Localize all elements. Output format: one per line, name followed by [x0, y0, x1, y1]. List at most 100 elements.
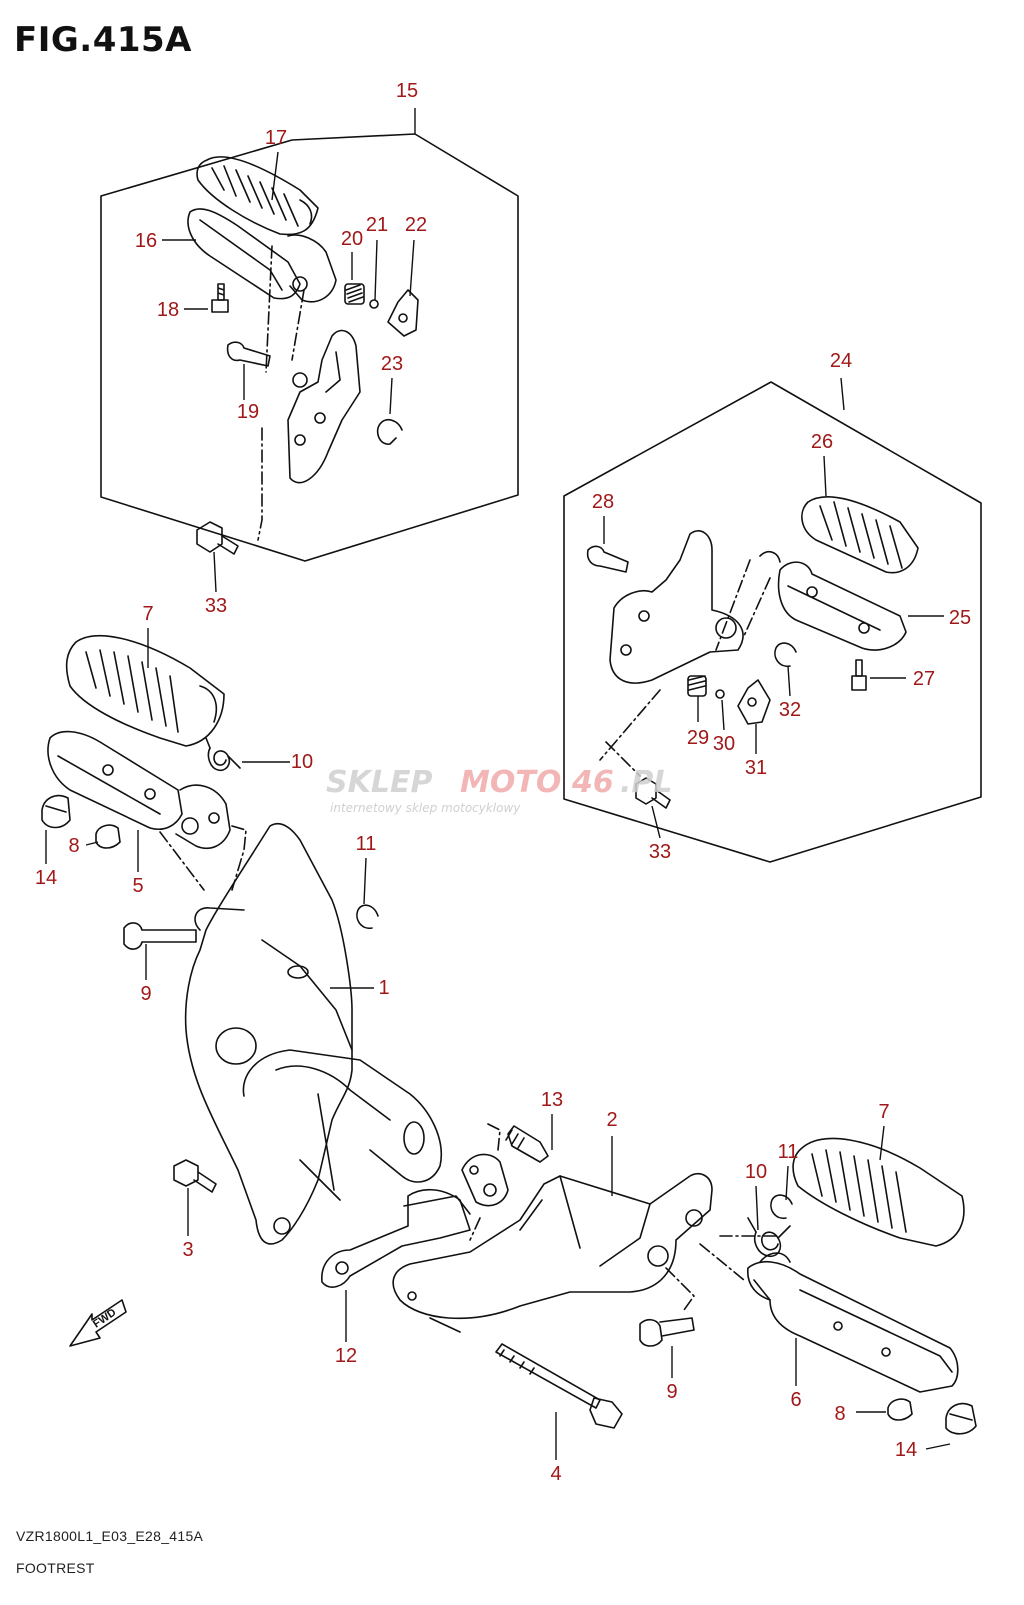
- callout-10b: 10: [745, 1161, 767, 1183]
- figure-description: FOOTREST: [16, 1560, 95, 1576]
- e-clip-11-left: [356, 904, 379, 930]
- callout-21: 21: [366, 214, 388, 236]
- pin-9-left: [123, 922, 197, 950]
- subassembly-24-outline: [563, 381, 982, 863]
- callout-18: 18: [157, 299, 179, 321]
- callout-14b: 14: [895, 1439, 917, 1461]
- leader-line-7b: [879, 1125, 885, 1161]
- callout-7b: 7: [878, 1101, 889, 1123]
- watermark-brand-num: 46: [571, 765, 614, 800]
- callout-15: 15: [396, 80, 418, 102]
- leader-lines: [45, 108, 951, 1460]
- leader-line-10b: [755, 1185, 759, 1231]
- callout-7a: 7: [142, 603, 153, 625]
- leader-line-33a: [213, 551, 217, 593]
- leader-line-14b: [925, 1443, 951, 1450]
- leader-line-30: [721, 699, 725, 731]
- nut-8-left: [95, 824, 121, 849]
- watermark-brand-tld: .PL: [620, 765, 673, 800]
- footpeg-6: [747, 1252, 959, 1393]
- spring-10-right: [747, 1217, 791, 1258]
- callout-11a: 11: [356, 833, 377, 855]
- bracket-12: [321, 1188, 471, 1288]
- callout-1: 1: [378, 977, 389, 999]
- callout-12: 12: [335, 1345, 357, 1367]
- plate-31: [737, 679, 771, 725]
- watermark: SKLEP MOTO 46 .PL internetowy sklep moto…: [326, 765, 673, 815]
- leader-line-21: [374, 239, 378, 301]
- leader-line-24: [840, 377, 845, 411]
- model-code: VZR1800L1_E03_E28_415A: [16, 1528, 204, 1544]
- callout-24: 24: [830, 350, 852, 372]
- callout-28: 28: [592, 491, 614, 513]
- leader-line-32: [787, 665, 791, 697]
- long-bolt-4: [495, 1343, 623, 1429]
- ball-30: [715, 689, 725, 699]
- watermark-brand-mid: MOTO: [460, 765, 561, 800]
- callout-27: 27: [913, 668, 935, 690]
- leader-line-22: [409, 239, 415, 297]
- callout-16: 16: [135, 230, 157, 252]
- figure-title: FIG.415A: [14, 20, 192, 60]
- callout-6: 6: [790, 1389, 801, 1411]
- cap-14-left: [41, 794, 71, 829]
- callout-29: 29: [687, 727, 709, 749]
- callout-19: 19: [237, 401, 259, 423]
- leader-line-11b: [785, 1165, 789, 1201]
- callout-8a: 8: [68, 835, 79, 857]
- bolt-27: [851, 659, 867, 691]
- footpeg-rubber-17: [196, 156, 319, 236]
- callout-11b: 11: [778, 1141, 799, 1163]
- callout-4: 4: [550, 1463, 561, 1485]
- bracket-15: [287, 329, 361, 484]
- callout-25: 25: [949, 607, 971, 629]
- callout-9a: 9: [140, 983, 151, 1005]
- footpeg-25: [759, 550, 907, 651]
- plate-22: [387, 289, 419, 337]
- callout-22: 22: [405, 214, 427, 236]
- flange-bolt-33-right: [635, 777, 671, 809]
- leader-line-23: [389, 377, 393, 415]
- pin-19: [226, 341, 271, 367]
- callout-5: 5: [132, 875, 143, 897]
- pin-9-right: [639, 1317, 695, 1347]
- e-clip-32: [774, 642, 797, 668]
- callout-20: 20: [341, 228, 363, 250]
- flange-bolt-33-top: [196, 521, 239, 555]
- spring-20: [344, 283, 365, 305]
- spring-29: [687, 675, 707, 697]
- bolt-18: [211, 283, 229, 313]
- callout-23: 23: [381, 353, 403, 375]
- footpeg-rubber-7-right: [792, 1137, 965, 1247]
- watermark-tagline: internetowy sklep motocyklowy: [330, 801, 521, 815]
- bracket-1: [184, 822, 442, 1245]
- spring-10-left: [205, 737, 241, 772]
- leader-line-8a: [85, 841, 99, 846]
- callout-2: 2: [606, 1109, 617, 1131]
- callout-17: 17: [265, 127, 287, 149]
- bracket-2: [392, 1172, 713, 1333]
- fwd-arrow: [69, 1299, 127, 1347]
- flange-bolt-3: [173, 1159, 217, 1193]
- callout-33b: 33: [649, 841, 671, 863]
- leader-line-26: [823, 455, 827, 497]
- callout-26: 26: [811, 431, 833, 453]
- footpeg-rubber-26: [801, 496, 919, 574]
- callout-32: 32: [779, 699, 801, 721]
- footpeg-rubber-7-left: [65, 635, 225, 747]
- pin-28: [586, 545, 629, 573]
- e-clip-11-right: [770, 1194, 793, 1220]
- leader-line-33b: [651, 805, 661, 839]
- callout-13: 13: [541, 1089, 563, 1111]
- callout-9b: 9: [666, 1381, 677, 1403]
- flange-bolt-13: [505, 1125, 549, 1163]
- callout-30: 30: [713, 733, 735, 755]
- bracket-24: [609, 530, 744, 684]
- cap-14-right: [945, 1402, 977, 1435]
- watermark-brand-left: SKLEP: [326, 765, 432, 800]
- footpeg-5: [47, 730, 231, 850]
- subassembly-15-outline: [100, 133, 519, 562]
